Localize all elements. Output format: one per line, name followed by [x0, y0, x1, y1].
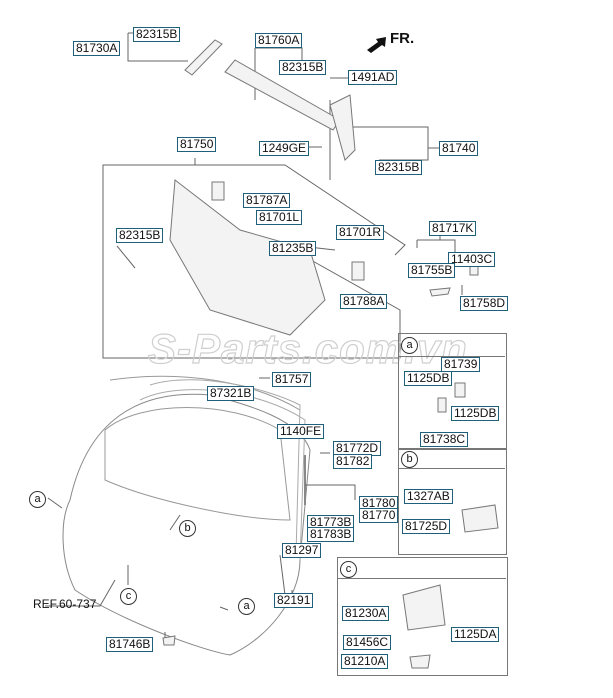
- part-label-81739[interactable]: 81739: [441, 357, 481, 372]
- part-label-81783b[interactable]: 81783B: [307, 527, 355, 542]
- part-label-81725d[interactable]: 81725D: [402, 519, 451, 534]
- part-label-1125db-1[interactable]: 1125DB: [404, 371, 453, 386]
- part-label-81788a[interactable]: 81788A: [340, 294, 388, 309]
- part-label-87321b[interactable]: 87321B: [207, 386, 255, 401]
- part-label-81772d[interactable]: 81772D: [333, 441, 382, 456]
- detail-tag-a: a: [401, 337, 418, 354]
- part-label-81740[interactable]: 81740: [439, 141, 479, 156]
- part-label-11403c[interactable]: 11403C: [448, 252, 496, 267]
- part-81740-shape: [329, 94, 356, 161]
- part-label-81750[interactable]: 81750: [177, 137, 217, 152]
- part-81725d-shape: [461, 504, 499, 533]
- part-label-1249ge[interactable]: 1249GE: [259, 141, 310, 156]
- part-label-81701r[interactable]: 81701R: [336, 225, 385, 240]
- part-81787a-shape: [211, 181, 225, 201]
- callout-a-left: a: [29, 491, 46, 508]
- part-label-81746b[interactable]: 81746B: [106, 637, 154, 652]
- part-81755b-shape: [429, 287, 451, 297]
- callout-b: b: [179, 520, 196, 537]
- callout-a-right: a: [238, 598, 255, 615]
- part-label-81773b[interactable]: 81773B: [307, 515, 355, 530]
- part-label-81701l[interactable]: 81701L: [256, 210, 303, 225]
- part-81750-shape: [169, 179, 326, 336]
- leader-81730a: [127, 32, 188, 62]
- part-label-81456c[interactable]: 81456C: [343, 635, 392, 650]
- part-label-81758d[interactable]: 81758D: [460, 296, 509, 311]
- part-label-81760a[interactable]: 81760A: [255, 33, 303, 48]
- part-label-1125da[interactable]: 1125DA: [451, 627, 500, 642]
- part-label-82315b-left[interactable]: 82315B: [116, 228, 164, 243]
- part-81730a-shape: [184, 39, 223, 76]
- group-81750-frame: [102, 158, 406, 359]
- detail-tag-c: c: [340, 561, 357, 578]
- part-81230a-shape: [402, 584, 446, 631]
- front-arrow-icon: [367, 37, 386, 53]
- part-81738c-shape: [437, 397, 447, 413]
- detail-box-b: [398, 448, 507, 555]
- part-label-81787a[interactable]: 81787A: [243, 193, 291, 208]
- part-label-82315b-right[interactable]: 82315B: [375, 160, 423, 175]
- detail-box-a: [398, 333, 507, 450]
- part-label-1140fe[interactable]: 1140FE: [277, 424, 325, 439]
- detail-box-c: [337, 557, 508, 676]
- part-label-1491ad[interactable]: 1491AD: [348, 70, 398, 85]
- part-81210a-shape: [409, 654, 431, 669]
- detail-tag-b: b: [401, 451, 418, 468]
- part-label-81717k[interactable]: 81717K: [429, 221, 477, 236]
- part-81739-shape: [454, 382, 466, 398]
- front-direction-label: FR.: [390, 30, 415, 47]
- reference-label: REF.60-737: [33, 597, 97, 611]
- part-label-81757[interactable]: 81757: [272, 372, 312, 387]
- part-label-1327ab[interactable]: 1327AB: [404, 489, 453, 504]
- callout-c: c: [120, 588, 137, 605]
- part-label-81210a[interactable]: 81210A: [341, 654, 389, 669]
- part-label-82315b-top[interactable]: 82315B: [133, 27, 181, 42]
- part-label-81230a[interactable]: 81230A: [342, 606, 390, 621]
- part-label-81770[interactable]: 81770: [359, 508, 399, 523]
- part-label-81235b[interactable]: 81235B: [269, 241, 317, 256]
- part-81746b-shape: [162, 635, 176, 646]
- part-label-1125db-2[interactable]: 1125DB: [451, 406, 500, 421]
- part-label-82191[interactable]: 82191: [274, 593, 314, 608]
- part-label-81782[interactable]: 81782: [333, 454, 373, 469]
- part-label-82315b-mid[interactable]: 82315B: [279, 60, 327, 75]
- part-label-81297[interactable]: 81297: [282, 543, 322, 558]
- part-label-81755b[interactable]: 81755B: [408, 263, 456, 278]
- part-label-81730a[interactable]: 81730A: [73, 41, 121, 56]
- part-81788a-shape: [351, 261, 365, 281]
- part-label-81738c[interactable]: 81738C: [420, 432, 469, 447]
